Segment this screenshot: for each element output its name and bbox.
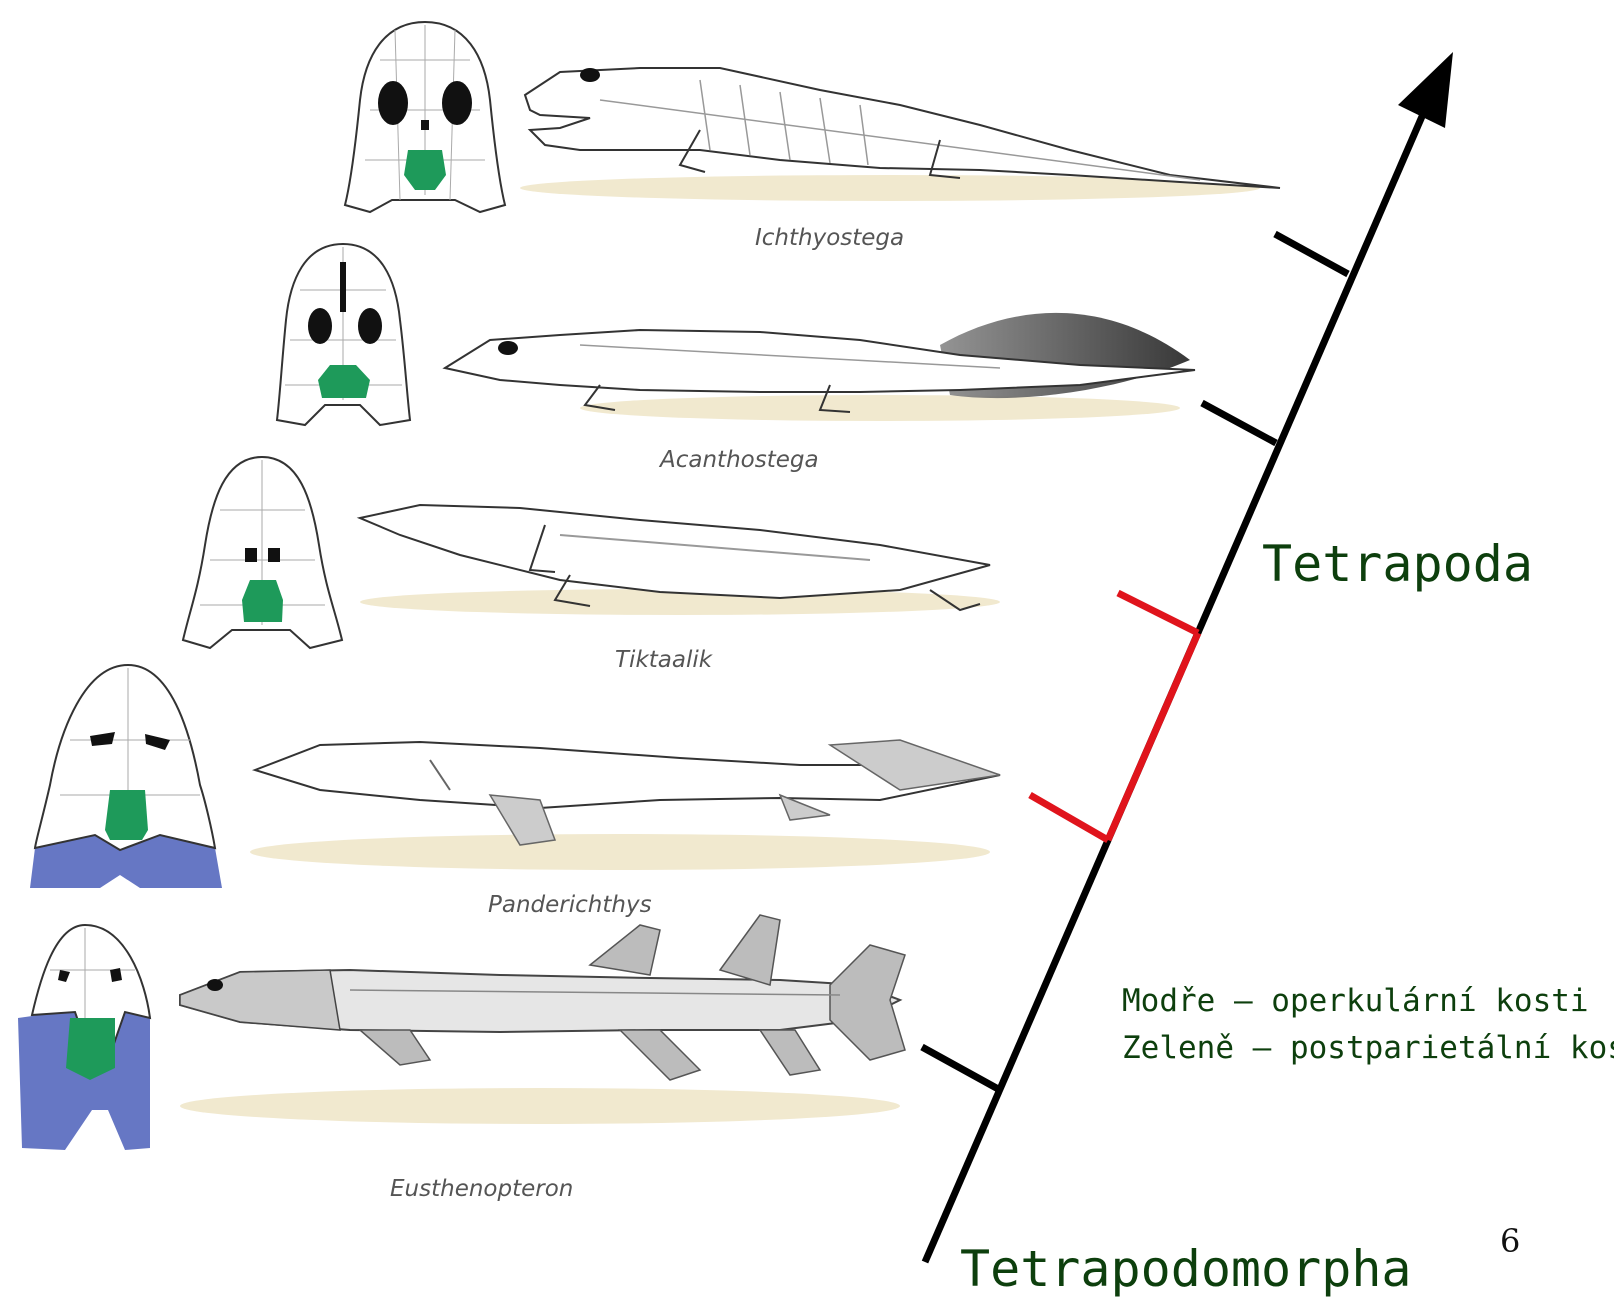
body-tiktaalik <box>360 505 1000 615</box>
taxon-label-acanthostega: Acanthostega <box>660 447 819 473</box>
axis-arrowhead-icon <box>1398 52 1453 128</box>
taxon-label-tiktaalik: Tiktaalik <box>615 647 712 673</box>
node-tick-eusthenopteron <box>922 1047 1000 1090</box>
page-number: 6 <box>1500 1222 1520 1260</box>
clade-label-tetrapodomorpha: Tetrapodomorpha <box>960 1240 1412 1298</box>
legend-blue-opercular: Modře – operkulární kosti <box>1122 983 1589 1019</box>
body-ichthyostega <box>520 68 1280 201</box>
body-eusthenopteron <box>180 915 905 1124</box>
node-tick-ichthyostega <box>1275 234 1348 274</box>
skull-ichthyostega <box>345 22 505 212</box>
skull-eusthenopteron <box>18 925 150 1150</box>
legend-green-postparietal: Zeleně – postparietální kosti <box>1122 1030 1614 1066</box>
body-acanthostega <box>445 313 1195 421</box>
postparietal-bone <box>105 790 148 840</box>
postparietal-bone <box>242 580 283 622</box>
node-tick-panderichthys <box>1030 795 1108 840</box>
skull-tiktaalik <box>183 457 342 648</box>
taxon-label-ichthyostega: Ichthyostega <box>755 225 904 251</box>
skull-acanthostega <box>277 244 410 425</box>
red-stem-segment <box>1108 633 1198 840</box>
postparietal-bone <box>66 1018 115 1080</box>
taxon-label-panderichthys: Panderichthys <box>488 892 652 918</box>
skull-panderichthys <box>30 665 222 888</box>
taxon-label-eusthenopteron: Eusthenopteron <box>390 1176 573 1202</box>
body-panderichthys <box>250 740 1000 870</box>
node-tick-acanthostega <box>1202 403 1276 443</box>
node-tick-tiktaalik <box>1118 593 1198 633</box>
clade-label-tetrapoda: Tetrapoda <box>1262 535 1533 593</box>
